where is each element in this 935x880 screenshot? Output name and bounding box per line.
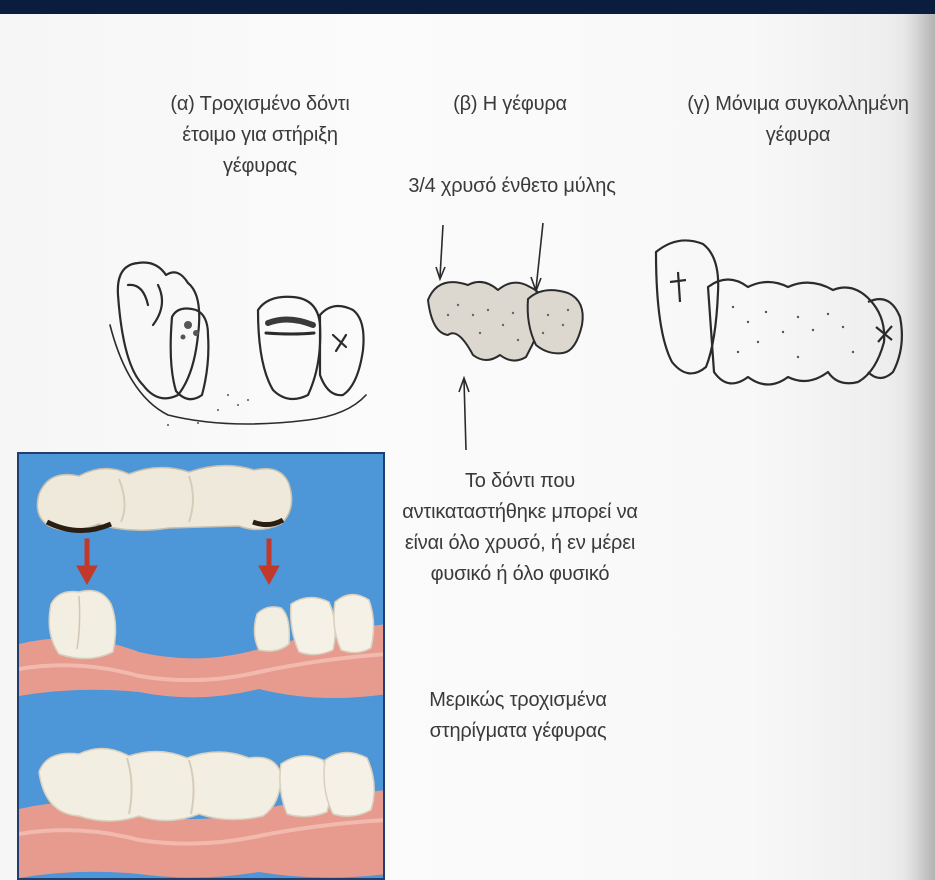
caption-b-line-1: (β) Η γέφυρα <box>420 89 600 120</box>
gum-with-completed-bridge <box>19 748 385 878</box>
caption-c: (γ) Μόνιμα συγκολλημένη γέφυρα <box>664 89 932 151</box>
replaced-tooth-line-4: φυσικό ή όλο φυσικό <box>385 559 655 590</box>
caption-a-line-2: έτοιμο για στήριξη <box>130 120 390 151</box>
bridge-illustration <box>19 454 385 880</box>
bridge-crowns <box>37 465 291 530</box>
caption-a-line-1: (α) Τροχισμένο δόντι <box>130 89 390 120</box>
caption-b: (β) Η γέφυρα <box>420 89 600 120</box>
replaced-tooth-line-3: είναι όλο χρυσό, ή εν μέρει <box>385 528 655 559</box>
placement-arrows <box>77 539 279 584</box>
abutments-line-1: Μερικώς τροχισμένα <box>400 685 636 716</box>
abutments-note: Μερικώς τροχισμένα στηρίγματα γέφυρας <box>400 685 636 747</box>
cemented-bridge-drawing <box>648 232 908 432</box>
bridge-photo-panel <box>17 452 385 880</box>
caption-a: (α) Τροχισμένο δόντι έτοιμο για στήριξη … <box>130 89 390 182</box>
replaced-tooth-note: Το δόντι που αντικαταστήθηκε μπορεί να ε… <box>385 466 655 590</box>
caption-a-line-3: γέφυρας <box>130 151 390 182</box>
replaced-tooth-line-2: αντικαταστήθηκε μπορεί να <box>385 497 655 528</box>
inlay-label-text: 3/4 χρυσό ένθετο μύλης <box>392 171 632 202</box>
top-border-bar <box>0 0 935 14</box>
bridge-drawing <box>418 215 598 475</box>
prepared-teeth-drawing <box>108 255 368 455</box>
gum-with-prepared-teeth <box>19 591 385 699</box>
caption-c-line-1: (γ) Μόνιμα συγκολλημένη <box>664 89 932 120</box>
caption-c-line-2: γέφυρα <box>664 120 932 151</box>
inlay-label: 3/4 χρυσό ένθετο μύλης <box>392 171 632 202</box>
abutments-line-2: στηρίγματα γέφυρας <box>400 716 636 747</box>
